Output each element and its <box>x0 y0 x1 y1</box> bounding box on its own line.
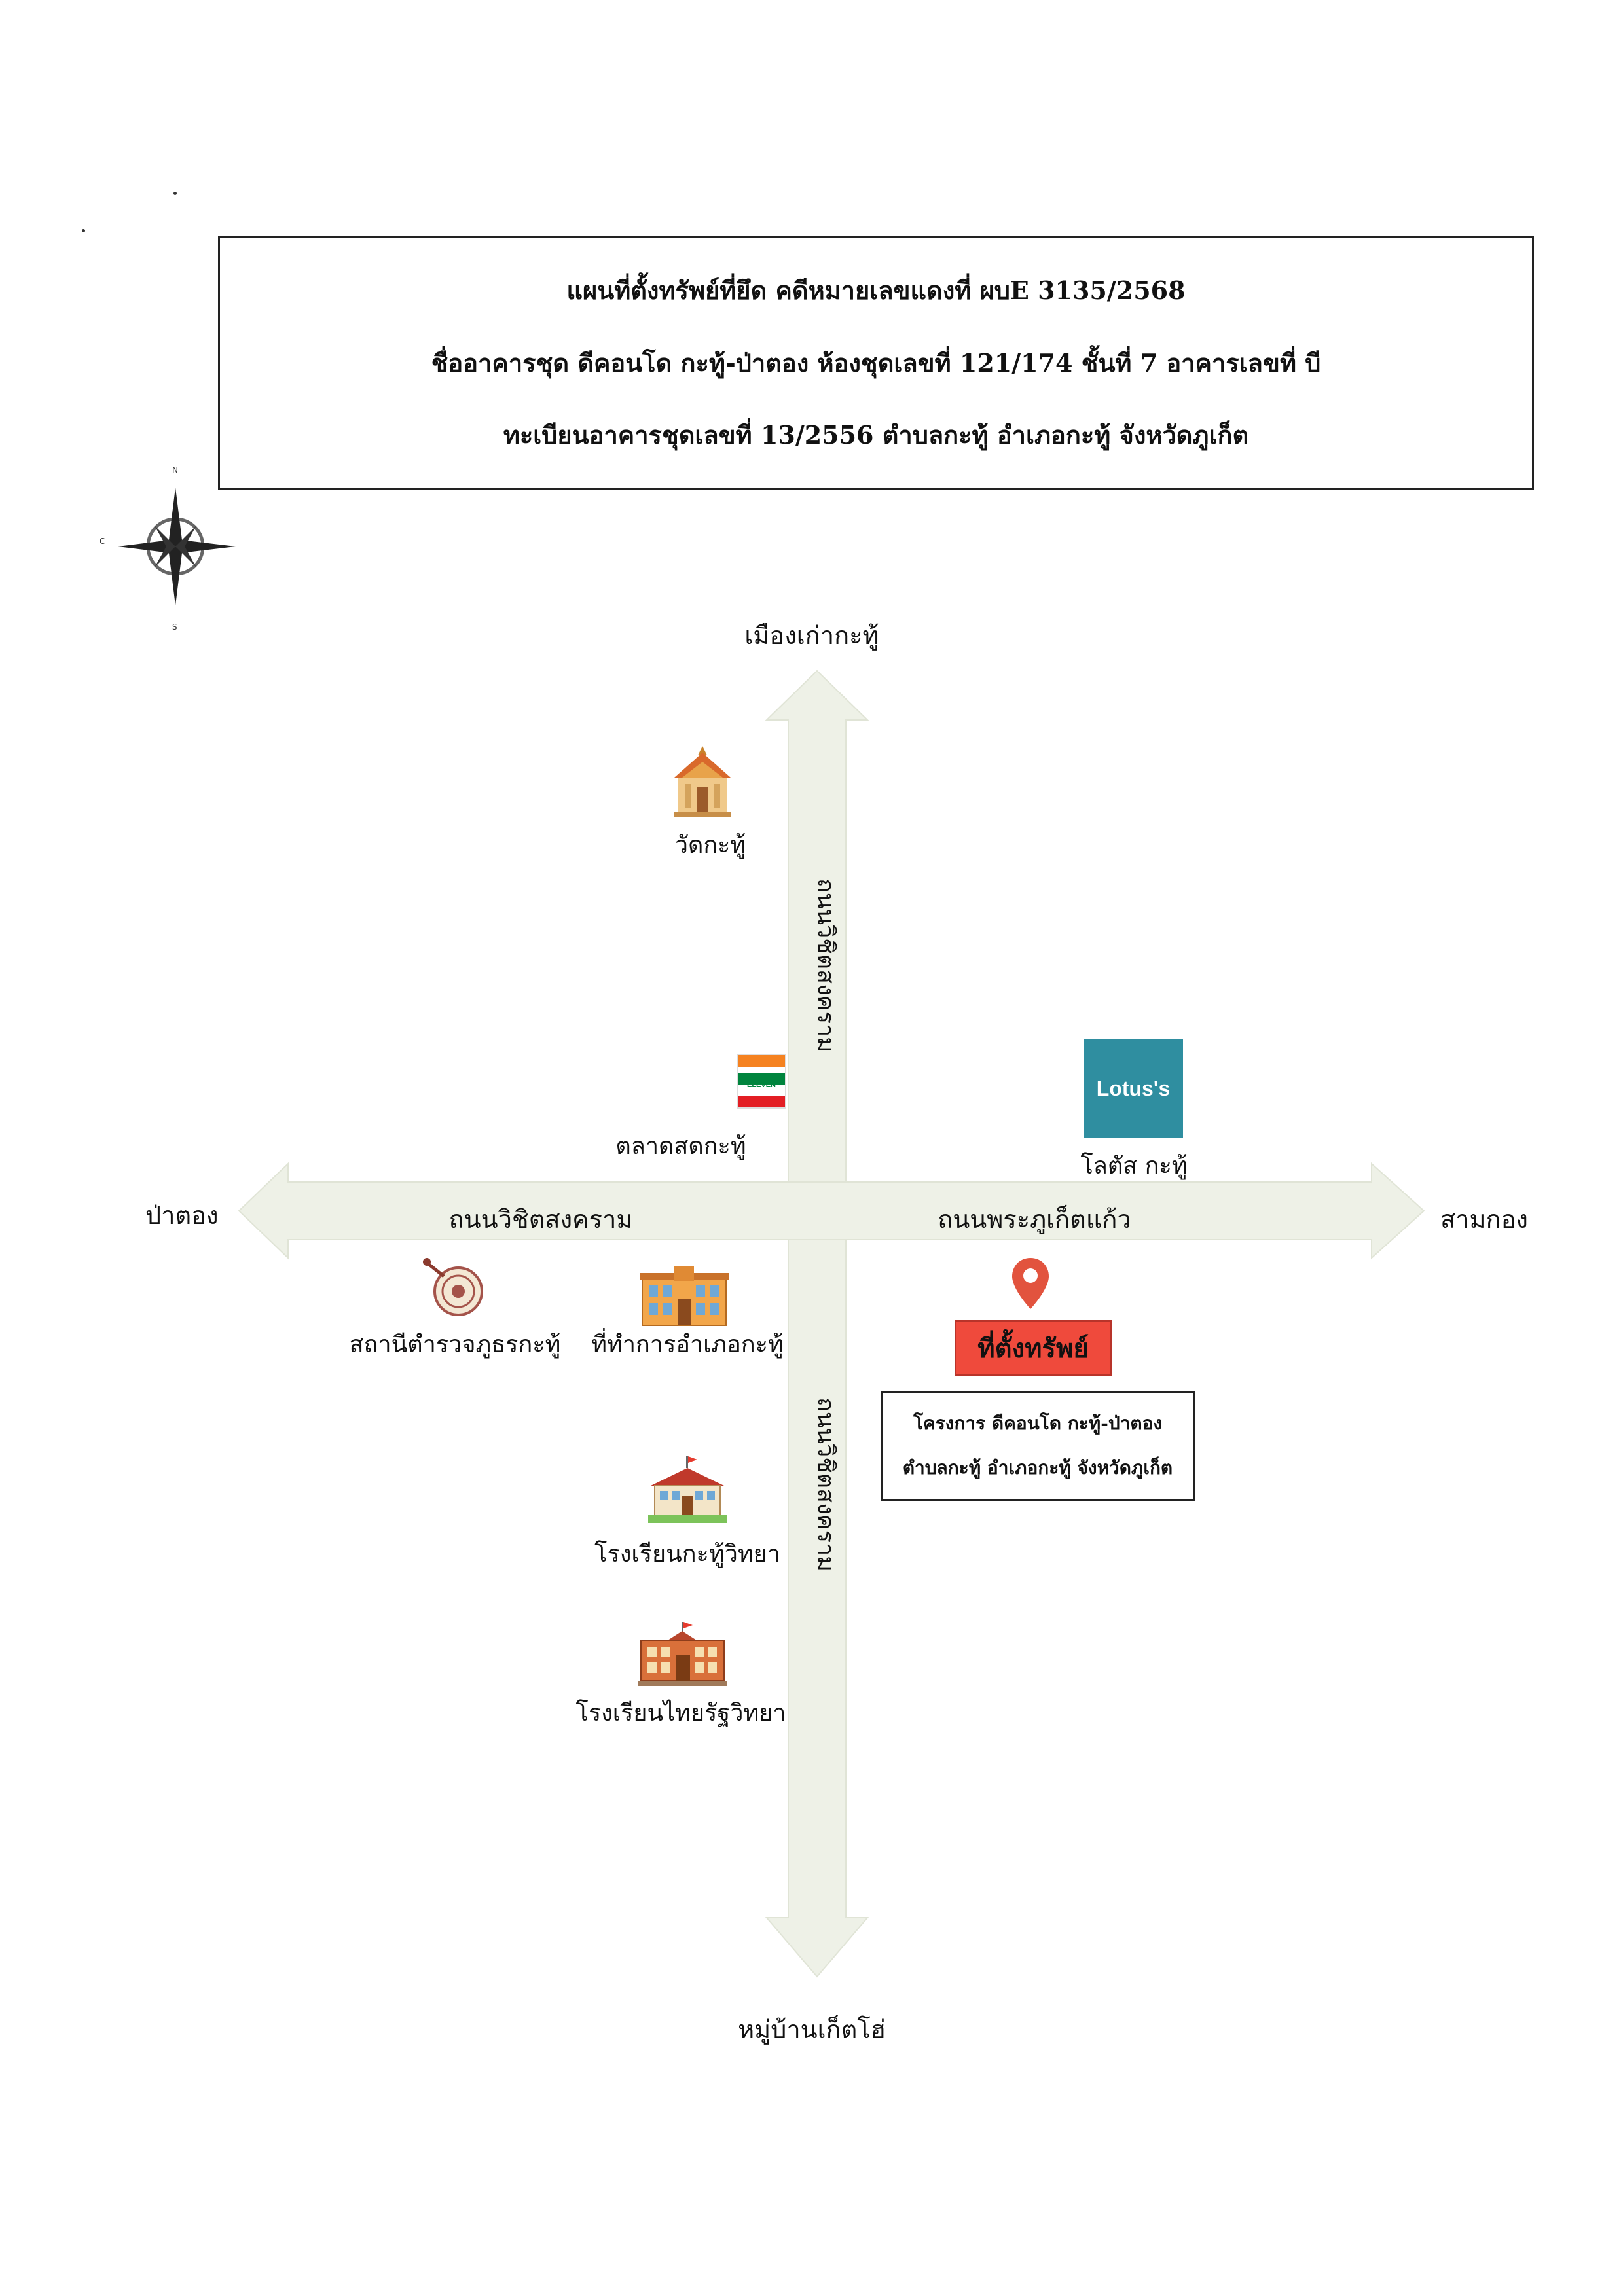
road-label-horizontal-right: ถนนพระภูเก็ตแก้ว <box>938 1205 1131 1234</box>
road-label-vertical-upper: ถนนวิชิตสงคราม <box>812 878 839 1052</box>
temple-icon <box>674 746 731 817</box>
title-line-case: แผนที่ตั้งทรัพย์ที่ยึด คดีหมายเลขแดงที่ … <box>566 275 1186 305</box>
district-office-building-icon <box>640 1266 729 1326</box>
direction-south-label: หมู่บ้านเก็ตโฮ่ <box>738 2015 886 2044</box>
district-office-label: ที่ทำการอำเภอกะทู้ <box>591 1331 784 1358</box>
direction-north-label: เมืองเก่ากะทู้ <box>744 621 879 650</box>
road-label-horizontal-left: ถนนวิชิตสงคราม <box>448 1205 633 1234</box>
road-label-vertical-lower: ถนนวิชิตสงคราม <box>812 1397 839 1571</box>
compass-south-label: S <box>172 622 177 632</box>
school-kathu-witthaya-label: โรงเรียนกะทู้วิทยา <box>594 1541 780 1568</box>
lotus-label: โลตัส กะทู้ <box>1080 1153 1188 1179</box>
compass-west-label: C <box>100 537 105 546</box>
title-line-registration: ทะเบียนอาคารชุดเลขที่ 13/2556 ตำบลกะทู้ … <box>503 420 1249 450</box>
property-location-badge: ที่ตั้งทรัพย์ <box>955 1320 1112 1376</box>
school-building-icon <box>638 1622 727 1686</box>
school-building-icon <box>648 1456 727 1523</box>
horizontal-road-arrow <box>238 1162 1425 1260</box>
lotus-logo-icon: Lotus's <box>1084 1039 1183 1138</box>
project-name-line: โครงการ ดีคอนโด กะทู้-ป่าตอง <box>913 1412 1163 1434</box>
location-pin-icon <box>1012 1258 1049 1309</box>
direction-east-label: สามกอง <box>1440 1205 1528 1234</box>
police-emblem-icon <box>423 1258 483 1316</box>
project-address-line: ตำบลกะทู้ อำเภอกะทู้ จังหวัดภูเก็ต <box>902 1457 1173 1479</box>
temple-label: วัดกะทู้ <box>674 832 746 859</box>
scan-mark <box>173 192 177 195</box>
seven-eleven-text: ELEVEN <box>746 1081 776 1089</box>
project-info-box: โครงการ ดีคอนโด กะทู้-ป่าตอง ตำบลกะทู้ อ… <box>881 1391 1195 1501</box>
title-line-building: ชื่ออาคารชุด ดีคอนโด กะทู้-ป่าตอง ห้องชุ… <box>431 348 1321 378</box>
school-thairath-witthaya-label: โรงเรียนไทยรัฐวิทยา <box>575 1700 786 1727</box>
seven-eleven-logo-icon: ELEVEN <box>737 1054 786 1109</box>
scan-mark <box>82 229 85 232</box>
compass-rose-icon: N C S <box>100 465 236 632</box>
vertical-road-arrow <box>765 670 869 1978</box>
market-label: ตลาดสดกะทู้ <box>615 1133 746 1160</box>
compass-north-label: N <box>172 465 178 475</box>
police-station-label: สถานีตำรวจภูธรกะทู้ <box>349 1331 561 1358</box>
direction-west-label: ป่าตอง <box>145 1201 219 1230</box>
title-box: แผนที่ตั้งทรัพย์ที่ยึด คดีหมายเลขแดงที่ … <box>218 236 1534 490</box>
